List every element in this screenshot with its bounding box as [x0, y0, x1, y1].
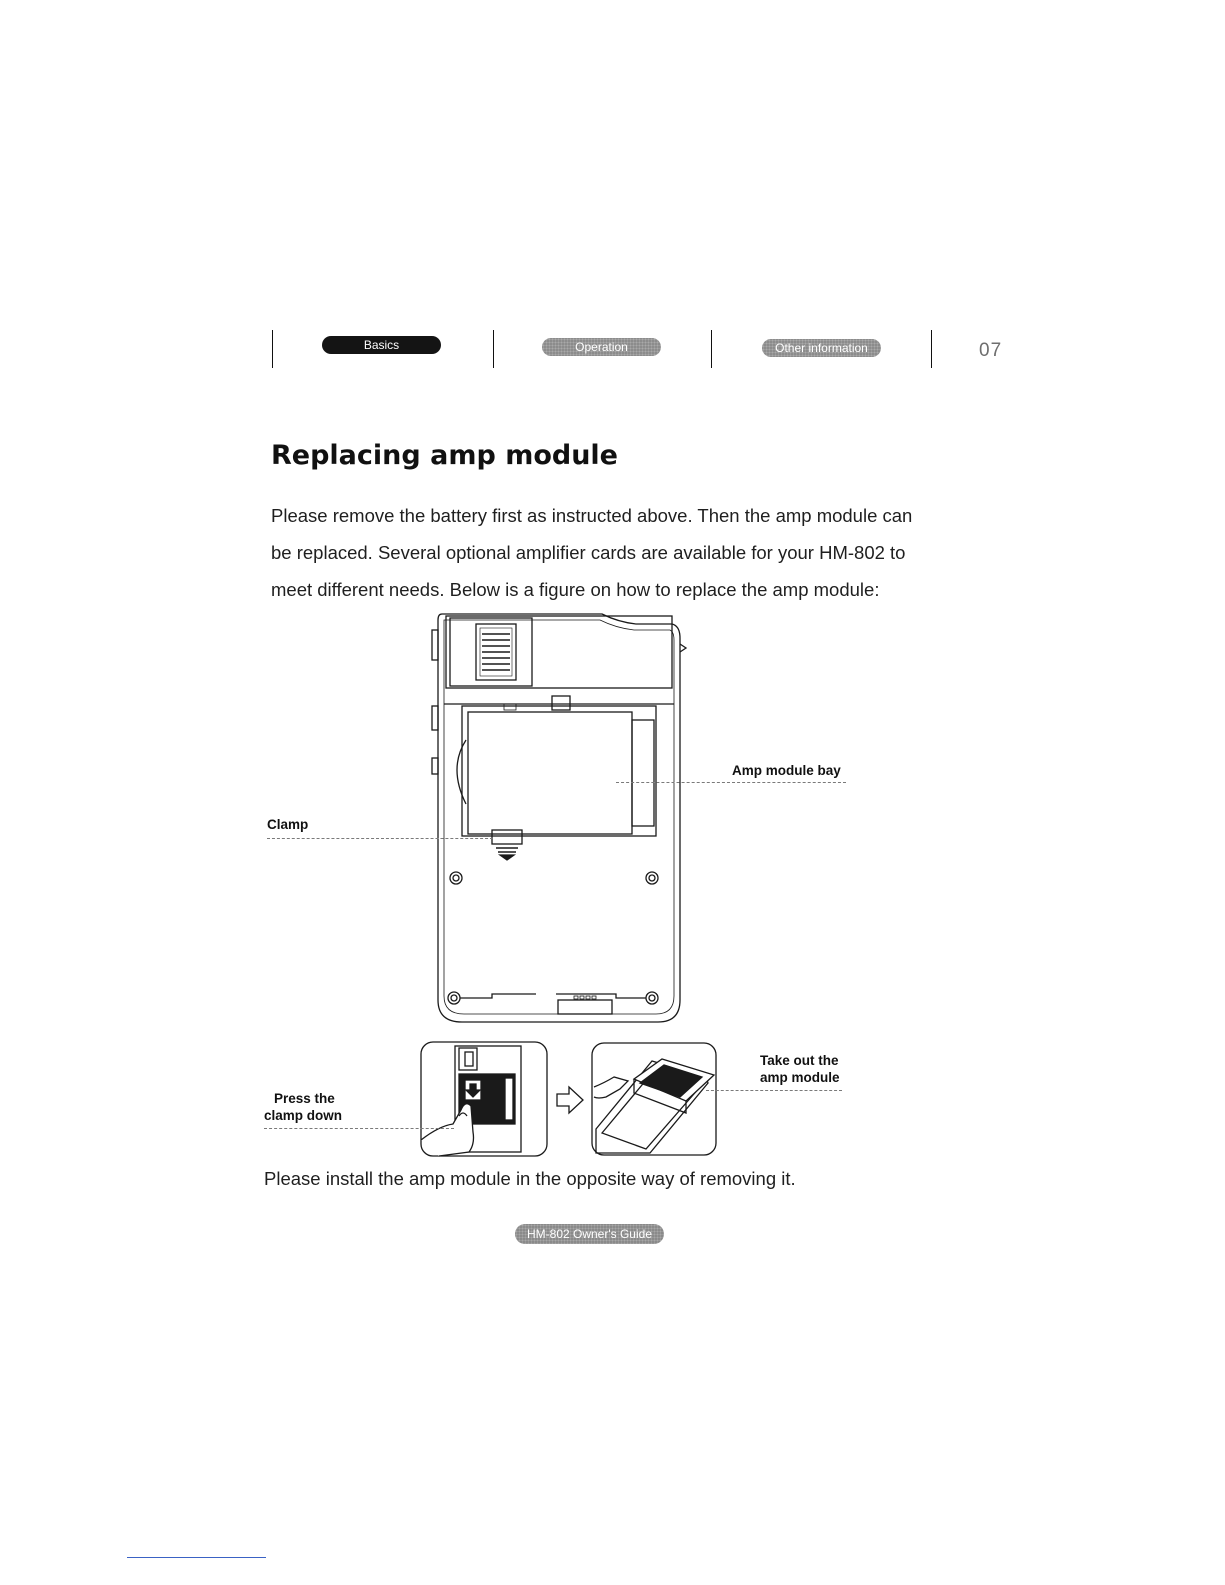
tab-operation[interactable]: Operation [542, 338, 661, 356]
callout-line: clamp down [264, 1108, 343, 1123]
step-take-out-module-illustration [591, 1042, 717, 1156]
intro-line: Please remove the battery first as instr… [271, 505, 913, 526]
step-press-clamp-illustration [420, 1041, 548, 1157]
section-title: Replacing amp module [271, 440, 618, 471]
page-number: 07 [979, 340, 1003, 361]
callout-leader-line [267, 838, 493, 839]
tab-other-information[interactable]: Other information [762, 339, 881, 357]
arrow-right-icon [556, 1085, 584, 1115]
device-back-illustration [431, 613, 688, 1023]
callout-line: Press the [274, 1091, 335, 1106]
header-divider [711, 330, 712, 368]
header-divider [931, 330, 932, 368]
callout-take-out-module: Take out the amp module [760, 1052, 840, 1086]
callout-line: amp module [760, 1070, 840, 1085]
callout-amp-module-bay: Amp module bay [732, 763, 841, 778]
callout-leader-line [706, 1090, 842, 1091]
intro-line: be replaced. Several optional amplifier … [271, 542, 906, 563]
callout-press-clamp: Press the clamp down [264, 1090, 342, 1124]
intro-line: meet different needs. Below is a figure … [271, 579, 880, 600]
header-divider [493, 330, 494, 368]
page-edge-line [127, 1557, 266, 1558]
closing-instruction: Please install the amp module in the opp… [264, 1168, 796, 1189]
callout-line: Take out the [760, 1053, 839, 1068]
tab-basics[interactable]: Basics [322, 336, 441, 354]
footer-guide-badge: HM-802 Owner's Guide [515, 1224, 664, 1244]
intro-paragraph: Please remove the battery first as instr… [271, 497, 961, 608]
callout-clamp: Clamp [267, 817, 309, 832]
callout-leader-line [616, 782, 846, 783]
callout-leader-line [264, 1128, 454, 1129]
header-divider [272, 330, 273, 368]
